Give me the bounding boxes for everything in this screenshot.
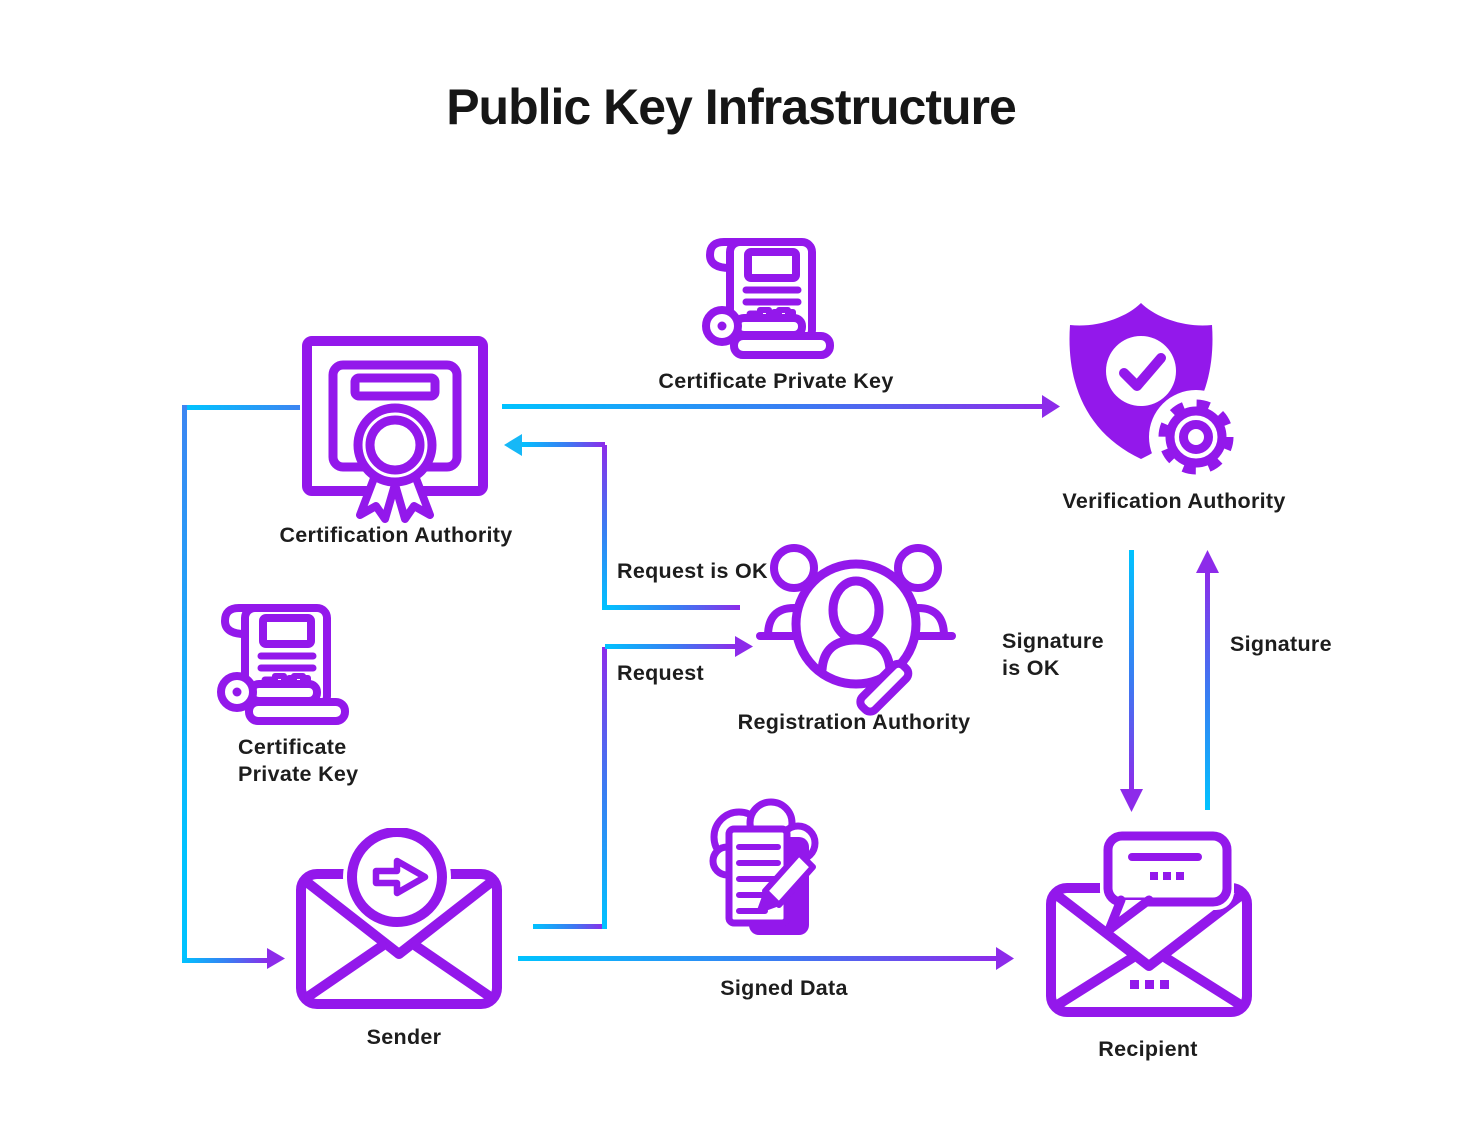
registration-authority-label: Registration Authority: [737, 710, 971, 734]
people-magnifier-icon: [756, 544, 956, 716]
request-is-ok-label: Request is OK: [617, 559, 768, 583]
arrow-request: [533, 636, 753, 929]
verification-authority-label: Verification Authority: [1062, 489, 1286, 513]
certificate-icon: [302, 336, 488, 523]
certificate-private-key-top-label: Certificate Private Key: [658, 369, 894, 393]
signature-label: Signature: [1230, 632, 1332, 656]
arrow-signature: [1196, 550, 1219, 810]
recipient-label: Recipient: [1098, 1037, 1198, 1061]
certificate-private-key-left-label: Certificate Private Key: [238, 735, 359, 786]
scroll-key-icon: [217, 604, 349, 725]
cloud-document-pencil-icon: [709, 798, 819, 935]
envelope-message-icon: [1046, 830, 1252, 1017]
shield-check-gear-icon: [1069, 303, 1243, 484]
sender-label: Sender: [366, 1025, 442, 1049]
arrow-ca-to-sender-loop: [182, 405, 300, 969]
scroll-key-icon: [702, 238, 834, 359]
arrow-request-is-ok: [504, 434, 740, 610]
arrow-certificate-to-verification: [502, 395, 1060, 418]
signature-is-ok-label: Signature is OK: [1002, 629, 1104, 680]
gear-icon: [1149, 390, 1243, 484]
arrow-signed-data: [518, 947, 1014, 970]
certification-authority-label: Certification Authority: [279, 523, 513, 547]
arrow-signature-is-ok: [1120, 550, 1143, 812]
signed-data-label: Signed Data: [720, 976, 848, 1000]
envelope-send-icon: [296, 828, 502, 1009]
page-title: Public Key Infrastructure: [446, 79, 1017, 135]
request-label: Request: [617, 661, 704, 685]
speech-bubble-icon: [1100, 830, 1234, 935]
